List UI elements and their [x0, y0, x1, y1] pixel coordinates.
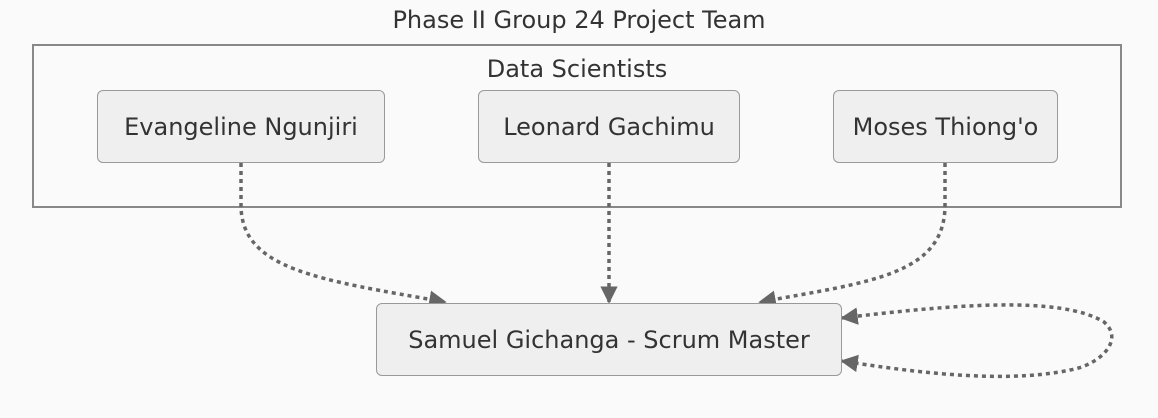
diagram-title: Phase II Group 24 Project Team — [392, 6, 766, 34]
edge-samuel-self-loop — [840, 303, 1114, 379]
node-moses-thiongo: Moses Thiong'o — [833, 90, 1058, 163]
cluster-label: Data Scientists — [486, 55, 668, 83]
node-samuel-gichanga-scrum-master: Samuel Gichanga - Scrum Master — [376, 303, 842, 376]
node-evangeline-ngunjiri: Evangeline Ngunjiri — [97, 90, 385, 163]
node-leonard-gachimu: Leonard Gachimu — [478, 90, 740, 163]
edge-evangeline-to-samuel — [239, 163, 447, 308]
edge-moses-to-samuel — [758, 163, 947, 308]
